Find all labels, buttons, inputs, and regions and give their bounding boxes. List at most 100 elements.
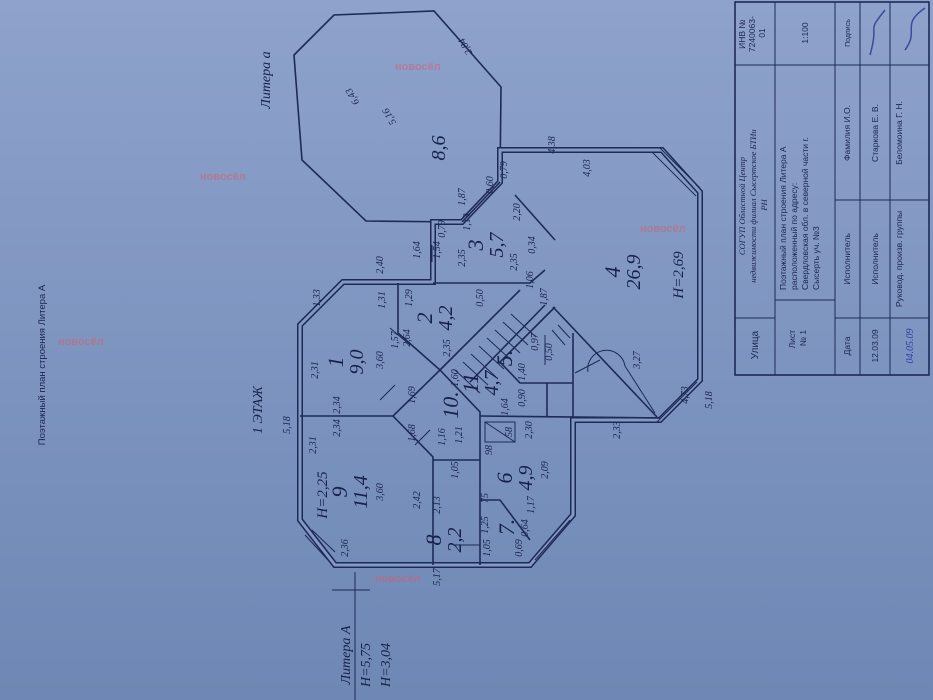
dimension-label: 2,64 — [402, 329, 413, 347]
dimension-label: 1,69 — [407, 386, 418, 404]
title-block: Улица СОГУП Областной Центр недвижимости… — [734, 1, 930, 376]
sheet-label-line: № 1 — [798, 330, 808, 346]
dimension-label: 0,69 — [514, 539, 525, 557]
room-area: 2,2 — [444, 528, 466, 553]
main-building-walls — [297, 147, 703, 568]
dimension-label: 75 — [480, 493, 491, 503]
watermark-logo: новосёл — [375, 573, 421, 585]
dimension-label: 2,34 — [332, 396, 343, 414]
room-area: 4,2 — [435, 306, 457, 331]
room-number: 1 — [323, 357, 348, 368]
dimension-label: 2,09 — [540, 461, 551, 479]
dimension-label: 0,79 — [499, 161, 510, 179]
row-date: 12.03.09 — [870, 329, 880, 362]
room-number: 10. — [438, 391, 463, 419]
dimension-label: 1,05 — [450, 461, 461, 479]
inventory-line: ИНВ № — [737, 19, 747, 48]
dimension-label: 5,16 — [381, 106, 399, 127]
dimension-label: 1,25 — [480, 516, 491, 534]
interior-walls — [300, 147, 701, 565]
dimension-label: 1,68 — [407, 424, 418, 442]
signature-mark — [869, 7, 926, 56]
room-number: 9 — [327, 487, 352, 498]
dimension-label: 5,18 — [704, 391, 715, 409]
main-height: H=5,75 — [359, 643, 374, 688]
dimension-label: 0,97 — [530, 332, 541, 351]
dimension-label: 0,60 — [485, 176, 496, 194]
row-role: Исполнитель — [870, 233, 880, 285]
dimension-label: 1,54 — [432, 241, 443, 259]
dimension-label: 1,33 — [312, 289, 323, 307]
floor-label: 1 ЭТАЖ — [251, 385, 266, 434]
dimension-label: 98 — [484, 445, 495, 455]
inventory-line: 7240063- — [747, 16, 757, 52]
watermark-logo: новосёл — [395, 61, 441, 73]
dimension-label: 1,40 — [517, 363, 528, 381]
organization: СОГУП Областной Центр недвижимости филиа… — [737, 127, 769, 282]
row-name: Старкова Е. В. — [870, 104, 880, 162]
watermark-logo: новосёл — [640, 223, 686, 235]
header-name: Фамилия И.О. — [842, 105, 852, 161]
dimension-label: 2,35 — [457, 249, 468, 267]
room-labels: 19,024,235,7426,95.64,97.82,2911,410.114… — [323, 136, 645, 553]
row-role: Руковод. произв. группы — [894, 211, 904, 307]
row-date: 04.05.09 — [905, 329, 916, 364]
dimension-label: 3,27 — [632, 350, 643, 370]
dimension-label: 2,42 — [412, 491, 423, 509]
sheet-label-line: Лист — [787, 330, 797, 349]
inventory-number: ИНВ № 7240063- 01 — [737, 14, 767, 52]
scale: 1:100 — [800, 22, 810, 44]
dimension-label: 1,17 — [526, 495, 537, 514]
inventory-line: 01 — [757, 28, 767, 38]
dimension-label: 2,33 — [612, 421, 623, 439]
dimension-label: 1,87 — [457, 187, 468, 206]
organization-line: недвижимости филиал Сысертское БТИи — [748, 129, 758, 282]
dimension-label: 1,05 — [482, 539, 493, 557]
dimension-label: 5,18 — [282, 416, 293, 434]
watermark-logo: новосёл — [200, 171, 246, 183]
dimension-label: 2,34 — [332, 419, 343, 437]
room-area: 5,7 — [486, 232, 508, 258]
room-height-label: H=2,25 — [315, 471, 331, 520]
description-line: Сысерть уч. №3 — [811, 226, 821, 290]
room-number: 11 — [458, 373, 483, 393]
dimension-label: 1,31 — [377, 291, 388, 309]
dimension-label: 0,79 — [437, 220, 448, 238]
description-line: расположенный по адресу: — [789, 183, 799, 290]
organization-line: РН — [759, 198, 769, 211]
dimension-label: 2,35 — [442, 339, 453, 357]
organization-line: СОГУП Областной Центр — [737, 157, 747, 255]
room-number: 7. — [494, 519, 519, 536]
dimension-label: 1,06 — [525, 271, 536, 289]
dimension-label: 2,36 — [340, 539, 351, 557]
room-area: 11,4 — [350, 475, 372, 509]
header-date: Дата — [842, 336, 852, 355]
main-height: H=3,04 — [379, 643, 394, 688]
dimension-label: 5,17 — [432, 567, 443, 586]
dimension-label: 2,31 — [310, 361, 321, 379]
dimension-label: 2,20 — [512, 203, 523, 221]
room-number: 5. — [492, 350, 517, 367]
dimension-label: 4,73 — [680, 386, 691, 404]
dimension-label: 2,35 — [509, 253, 520, 271]
plan-description: Поэтажный план строения Литера А располо… — [778, 135, 821, 290]
sheet-label: Лист № 1 — [787, 328, 808, 349]
room-area: 26,9 — [623, 255, 645, 290]
dimension-label: 0,50 — [475, 289, 486, 307]
dimension-label: 2,13 — [432, 496, 443, 514]
dimension-label: 1,64 — [412, 241, 423, 259]
dimension-label: 4,03 — [582, 159, 593, 177]
dimension-label: 1,60 — [450, 369, 461, 387]
room-area: 9,0 — [346, 350, 368, 375]
dimension-label: 1,57 — [390, 330, 401, 349]
dimension-label: 6,43 — [344, 86, 362, 107]
header-role: Исполнитель — [842, 233, 852, 285]
dimension-label: 2,31 — [308, 436, 319, 454]
side-title: Поэтажный план строения Литера А — [37, 284, 48, 445]
room-number: 3 — [463, 240, 488, 252]
row-name: Беломоина Г. Н. — [894, 101, 904, 165]
dimension-label: 4,38 — [547, 136, 558, 154]
dimension-label: 0,50 — [544, 343, 555, 361]
dimension-label: 0,64 — [520, 519, 531, 537]
